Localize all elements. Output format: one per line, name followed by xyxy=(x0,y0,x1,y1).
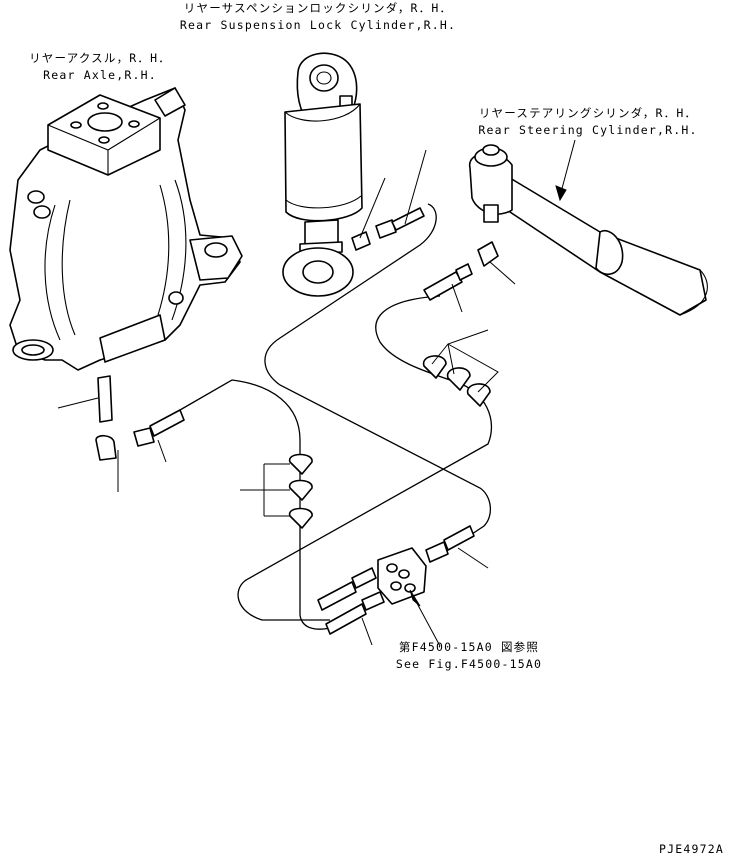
leader-lines xyxy=(57,139,576,647)
fittings xyxy=(95,263,491,635)
see-figure-label-en: See Fig.F4500-15A0 xyxy=(396,657,542,671)
steering-cylinder-label-jp: リヤーステアリングシリンダ，R．H． xyxy=(479,106,697,120)
suspension-cylinder-drawing xyxy=(282,52,425,297)
pointer-arrow xyxy=(409,589,421,607)
rear-axle-label-jp: リヤーアクスル，R．H． xyxy=(29,51,171,65)
rear-axle-label-en: Rear Axle,R.H. xyxy=(43,68,157,82)
drawing-code: PJE4972A xyxy=(659,842,724,856)
suspension-cylinder-label-jp: リヤーサスペンションロックシリンダ，R．H． xyxy=(184,1,452,15)
steering-cylinder-drawing xyxy=(469,144,708,316)
rear-axle-drawing xyxy=(9,87,243,371)
suspension-cylinder-label-en: Rear Suspension Lock Cylinder,R.H. xyxy=(180,18,456,32)
pointer-arrow xyxy=(555,185,567,202)
steering-cylinder-label-en: Rear Steering Cylinder,R.H. xyxy=(478,123,697,137)
see-figure-label-jp: 第F4500-15A0 図参照 xyxy=(399,640,539,654)
